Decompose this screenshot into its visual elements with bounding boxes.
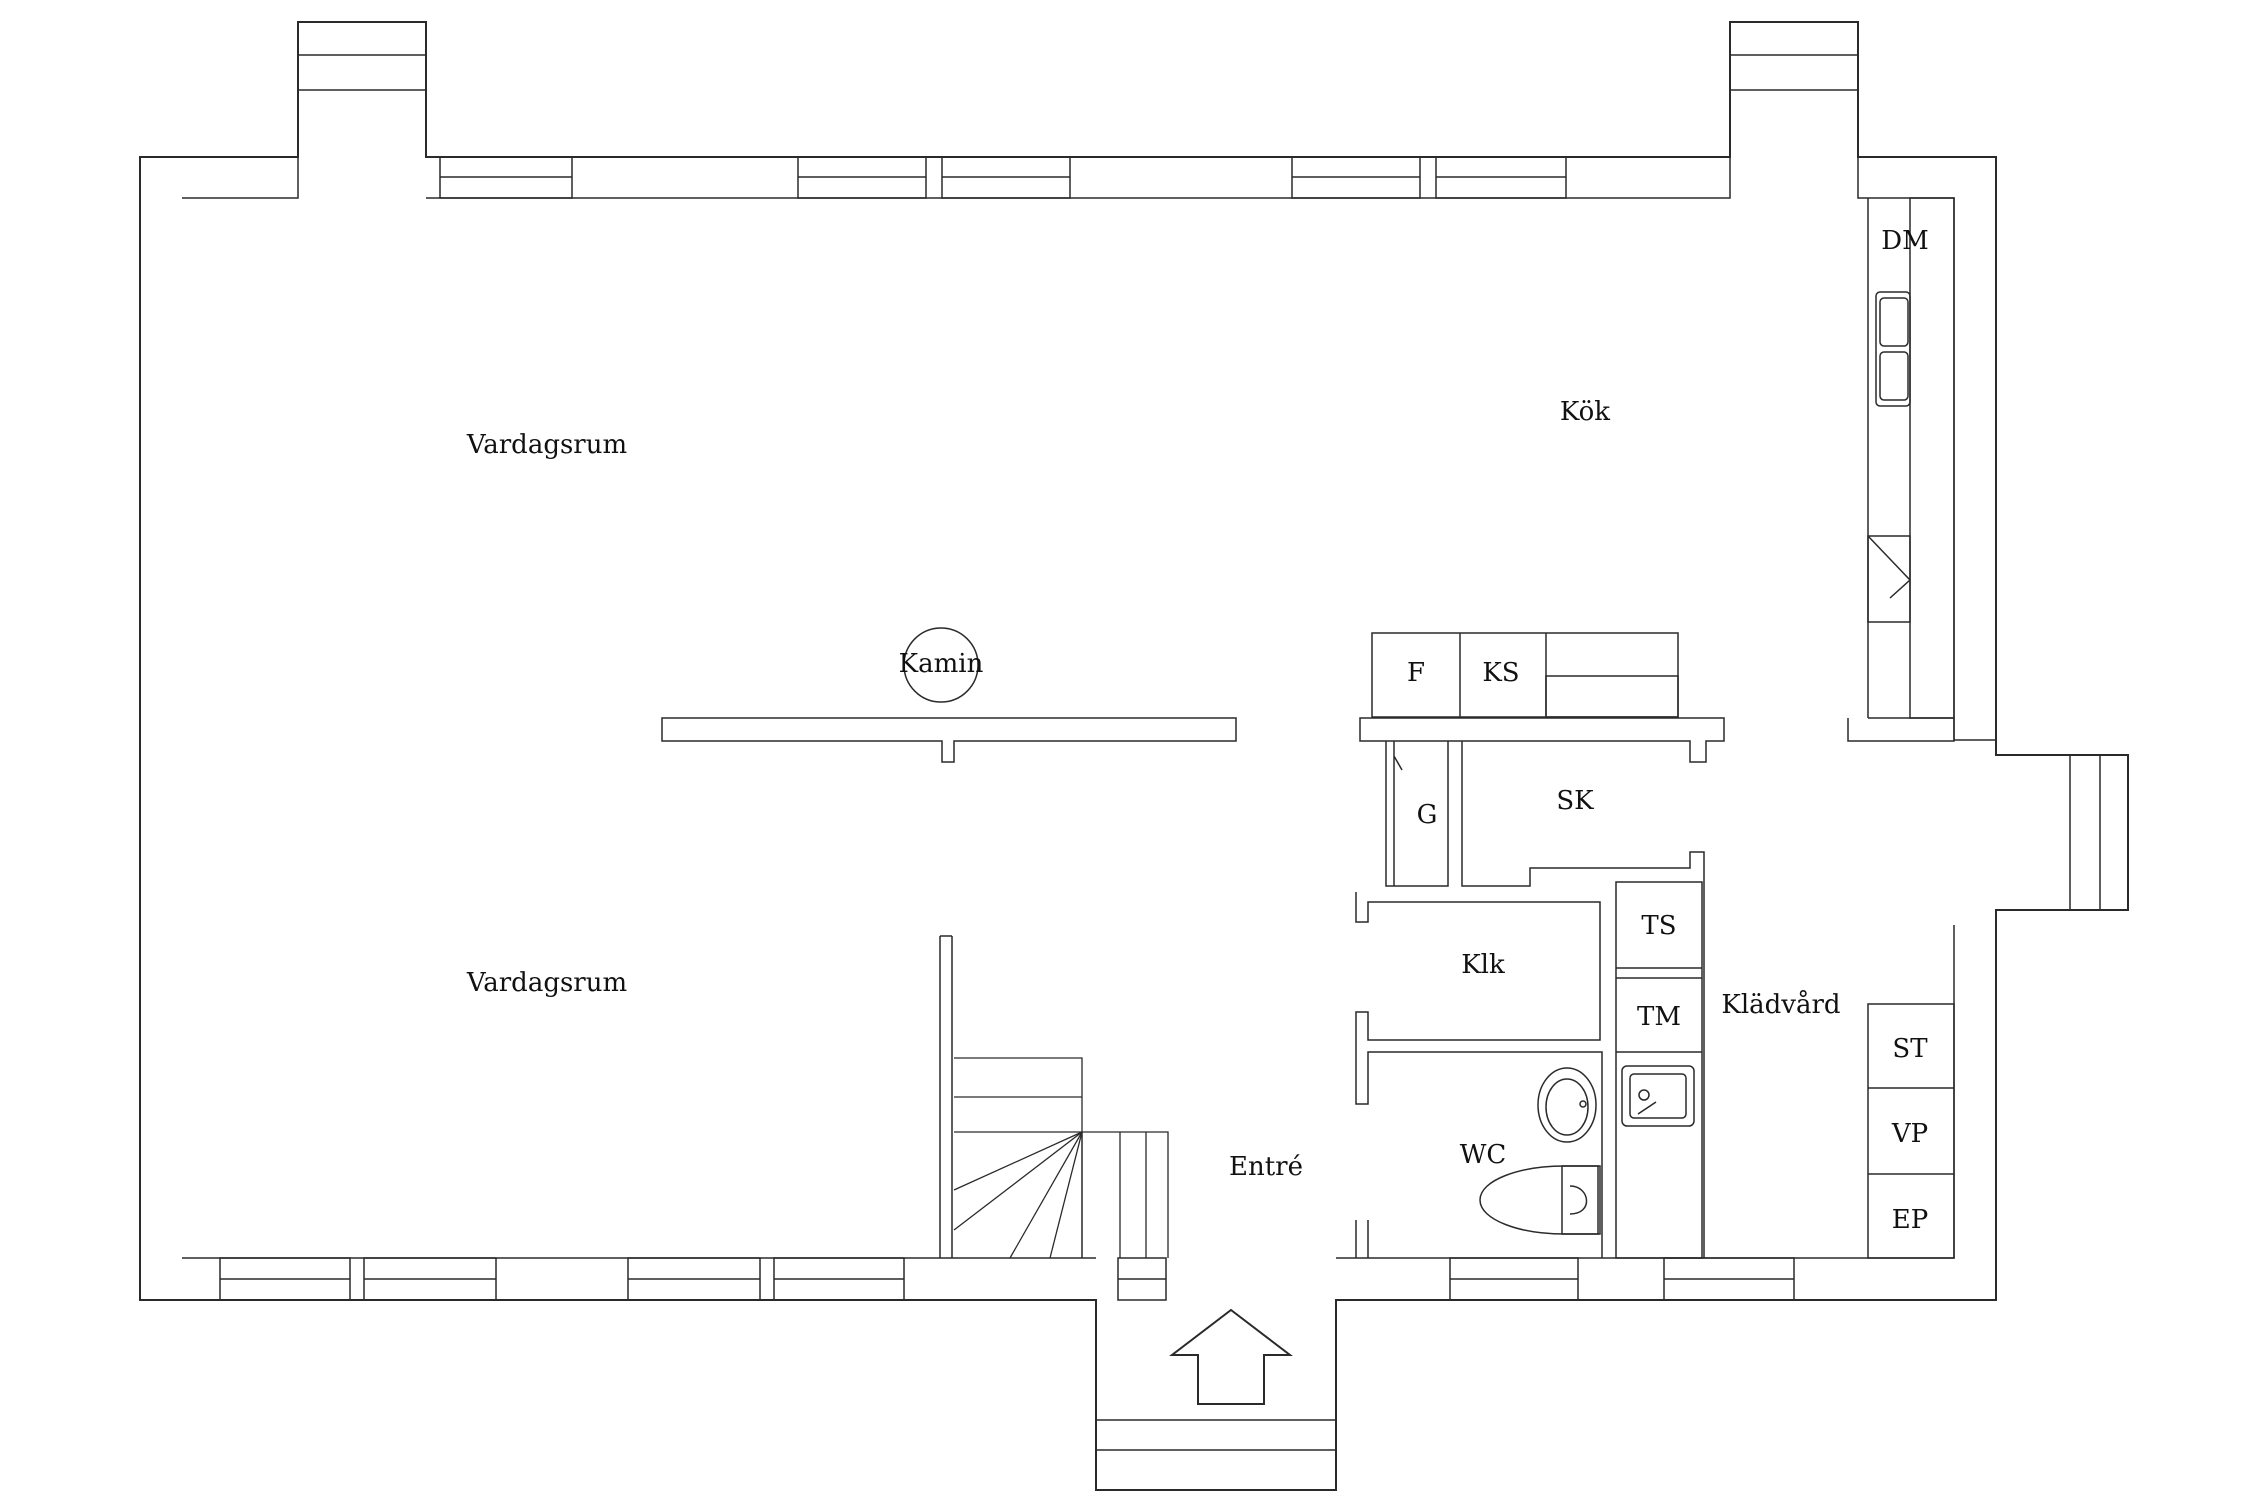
fireplace-label: Kamin bbox=[899, 649, 984, 679]
top-left-bay bbox=[298, 54, 426, 91]
room-label-living-upper: Vardagsrum bbox=[466, 430, 627, 460]
room-label-klk: Klk bbox=[1461, 950, 1505, 980]
outer-wall bbox=[139, 21, 2129, 1491]
kitchen-counter bbox=[1867, 197, 1955, 719]
fixture-label-vp: VP bbox=[1891, 1119, 1928, 1149]
room-label-living-lower: Vardagsrum bbox=[466, 968, 627, 998]
room-label-sk: SK bbox=[1556, 786, 1594, 816]
bottom-windows bbox=[219, 1257, 1795, 1301]
kitchen-island bbox=[1371, 632, 1679, 718]
g-closet bbox=[1385, 741, 1449, 887]
sk-walls bbox=[1461, 741, 1705, 1258]
room-label-kitchen: Kök bbox=[1560, 397, 1610, 427]
fixture-label-ep: EP bbox=[1892, 1205, 1928, 1235]
fireplace-circle bbox=[903, 627, 979, 703]
room-label-entrance: Entré bbox=[1229, 1152, 1303, 1182]
entrance-arrow-icon bbox=[1169, 1308, 1293, 1405]
room-label-toilet: WC bbox=[1460, 1140, 1507, 1170]
klk-walls bbox=[1355, 892, 1603, 1258]
top-windows bbox=[439, 156, 1567, 199]
fixture-label-ks: KS bbox=[1482, 658, 1519, 688]
top-right-bay bbox=[1730, 54, 1858, 91]
ts-tm-column bbox=[1615, 881, 1703, 1259]
room-label-laundry: Klädvård bbox=[1721, 989, 1840, 1020]
right-bay bbox=[2069, 755, 2101, 910]
inner-wall-outline bbox=[182, 157, 1996, 1259]
stair-partition-wall bbox=[939, 935, 953, 1258]
fixture-label-ts: TS bbox=[1641, 911, 1676, 941]
entrance-steps bbox=[1096, 1419, 1336, 1451]
laundry-top-wall bbox=[1847, 718, 1955, 742]
fixture-label-f: F bbox=[1407, 658, 1425, 688]
room-label-g: G bbox=[1417, 800, 1438, 830]
kitchen-lower-wall bbox=[1359, 717, 1725, 763]
staircase bbox=[953, 1057, 1169, 1259]
fixture-label-dm: DM bbox=[1881, 226, 1928, 256]
st-vp-ep-column bbox=[1867, 1003, 1955, 1259]
utility-sink-icon bbox=[1621, 1065, 1695, 1127]
fireplace-wall bbox=[661, 717, 1237, 763]
fixture-label-tm: TM bbox=[1637, 1002, 1681, 1032]
washbasin-icon bbox=[1537, 1067, 1597, 1143]
fixture-label-st: ST bbox=[1892, 1034, 1928, 1064]
toilet-icon bbox=[1479, 1165, 1601, 1235]
